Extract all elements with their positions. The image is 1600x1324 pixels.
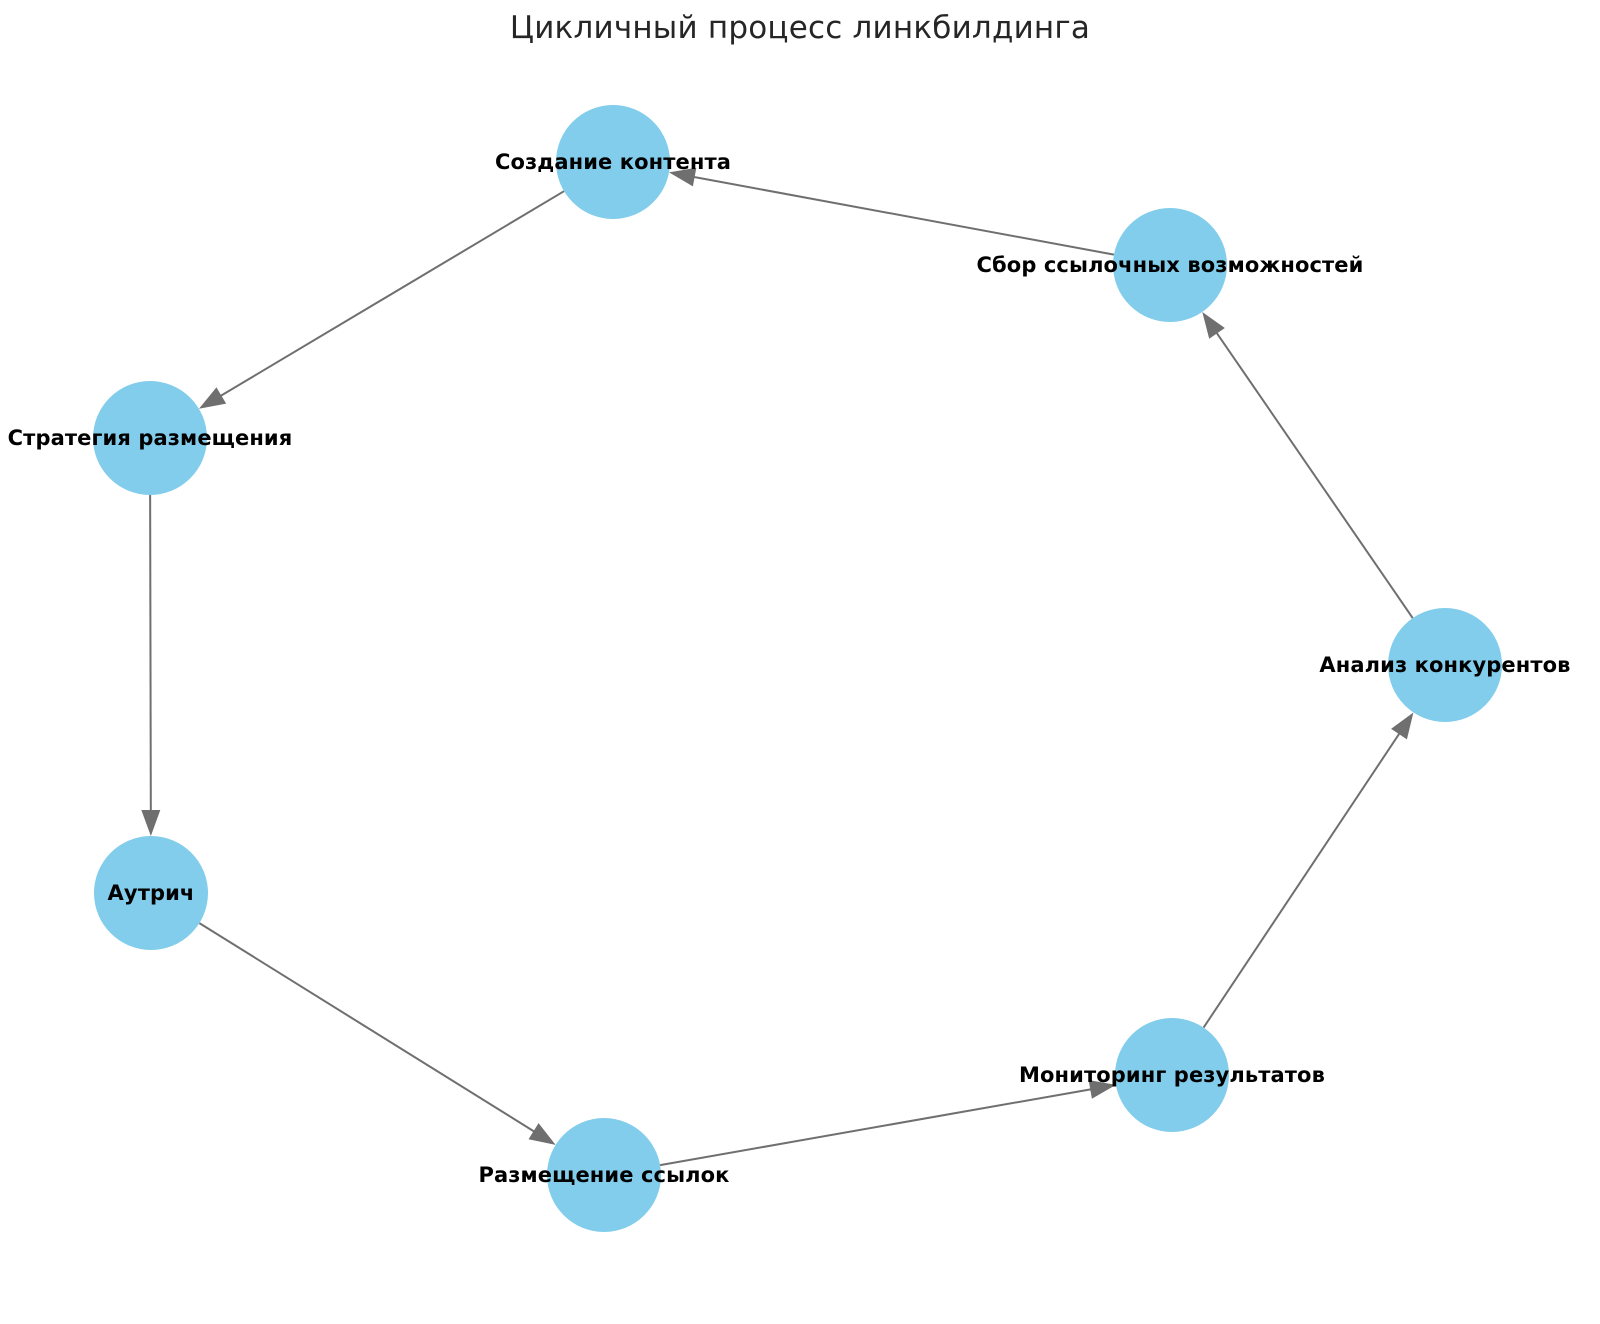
edge-arrowhead-icon xyxy=(141,809,161,836)
edge-arrowhead-icon xyxy=(528,1123,556,1145)
edge-arrowhead-icon xyxy=(198,387,227,409)
graph-node-outreach[interactable] xyxy=(94,836,208,950)
graph-node-opportunity[interactable] xyxy=(1113,208,1227,322)
edge-arrowhead-icon xyxy=(1088,1080,1116,1099)
edge-line xyxy=(198,922,539,1135)
edge-line xyxy=(149,494,152,815)
graph-node-placement[interactable] xyxy=(547,1118,661,1232)
graph-node-strategy[interactable] xyxy=(93,381,207,495)
graph-node-monitoring[interactable] xyxy=(1115,1018,1229,1132)
edge-line xyxy=(1213,328,1414,619)
edge-line xyxy=(659,1087,1096,1167)
edge-arrowhead-icon xyxy=(669,167,697,187)
edge-arrowhead-icon xyxy=(1391,712,1414,740)
graph-node-competitors[interactable] xyxy=(1388,608,1502,722)
page-title: Цикличный процесс линкбилдинга xyxy=(509,10,1091,46)
edge-arrowhead-icon xyxy=(1202,311,1225,339)
nodes-layer xyxy=(93,105,1502,1232)
edge-line xyxy=(1202,729,1403,1029)
edges-layer xyxy=(141,167,1414,1167)
edge-line xyxy=(216,190,565,399)
graph-node-content[interactable] xyxy=(556,105,670,219)
edge-line xyxy=(689,175,1115,256)
